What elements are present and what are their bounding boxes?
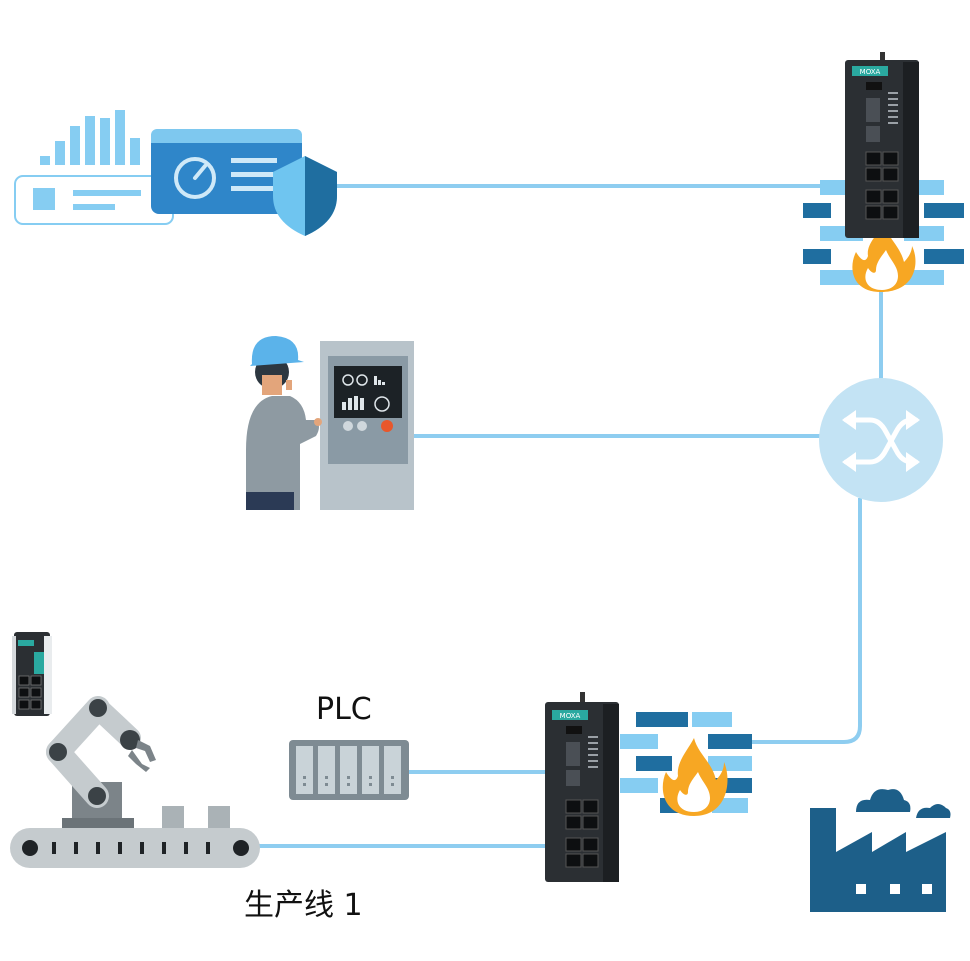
brand-logo: MOXA (560, 712, 581, 720)
factory-cloud-icon (810, 789, 951, 912)
robot-arm-icon (46, 696, 230, 830)
brand-logo: MOXA (860, 68, 881, 76)
operator-hmi-icon (246, 336, 414, 510)
industrial-switch-small (12, 632, 52, 716)
industrial-switch-top: MOXA (845, 52, 919, 238)
switch-router-icon (819, 378, 943, 502)
connection-lines (258, 184, 883, 848)
firewall-icon-plant (620, 712, 752, 816)
flame-icon (662, 738, 728, 816)
flame-icon (852, 224, 916, 292)
shield-icon (273, 156, 337, 236)
plc-label: PLC (316, 692, 372, 727)
plc-icon (289, 740, 409, 800)
production-line-label: 生产线 1 (244, 888, 363, 923)
conveyor-icon (10, 828, 260, 868)
industrial-switch-plant: MOXA (545, 692, 619, 882)
link-router-plant-firewall (748, 498, 862, 744)
hmi-screen (334, 366, 402, 418)
monitoring-dashboard-icon (14, 110, 302, 225)
